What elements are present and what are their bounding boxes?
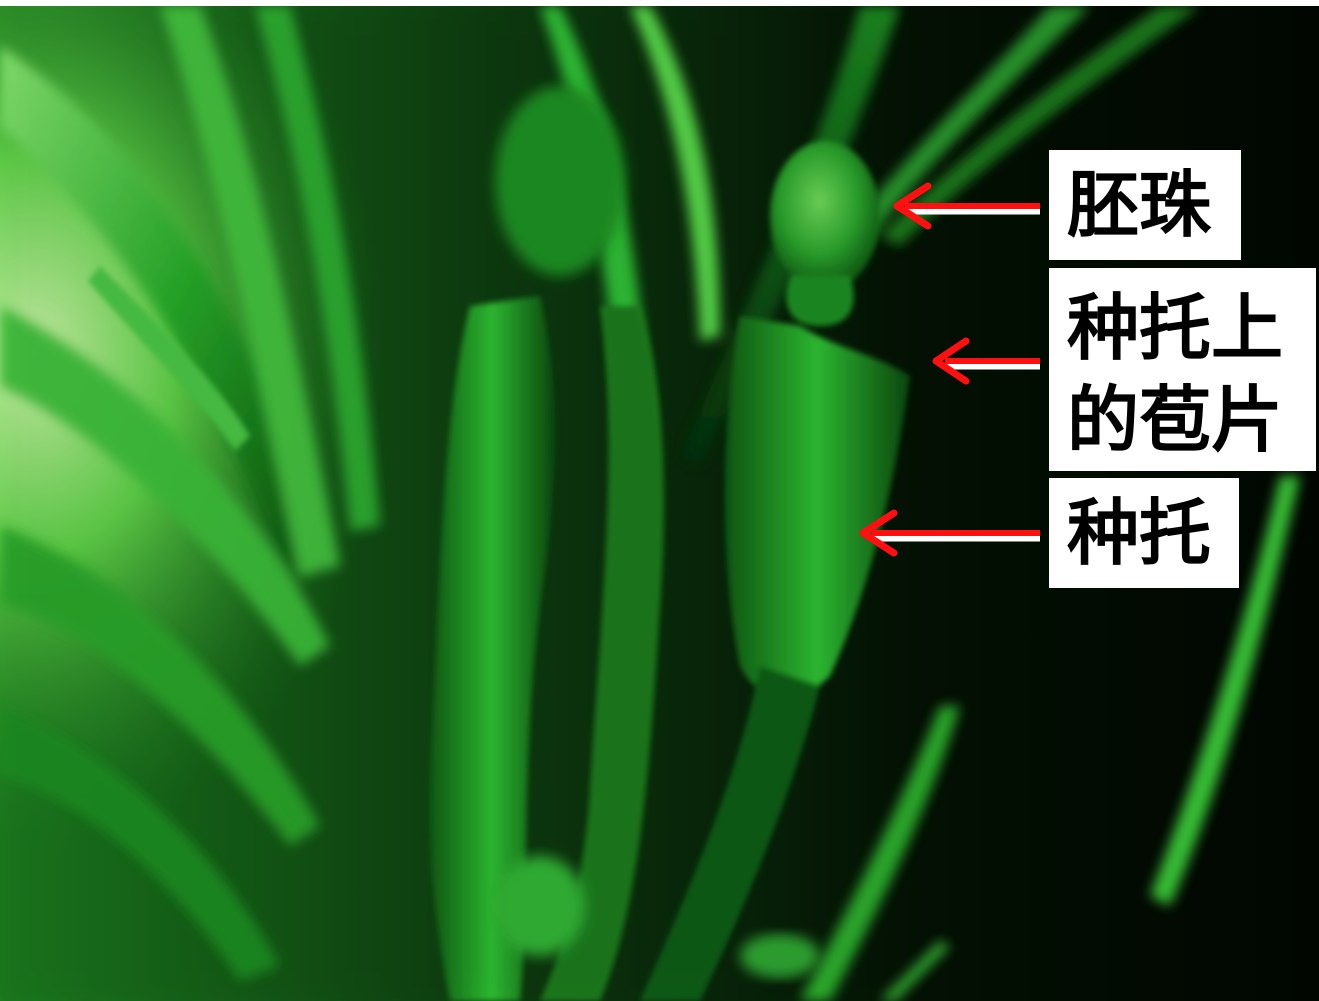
label-ovule-text: 胚珠 (1067, 163, 1212, 247)
label-bract-line1: 种托上 (1067, 286, 1284, 370)
label-ovule: 胚珠 (1049, 150, 1241, 260)
label-receptacle-text: 种托 (1067, 491, 1212, 575)
label-bract-line2: 的苞片 (1067, 378, 1284, 462)
label-receptacle: 种托 (1049, 478, 1239, 588)
label-bract: 种托上 的苞片 (1049, 268, 1316, 471)
